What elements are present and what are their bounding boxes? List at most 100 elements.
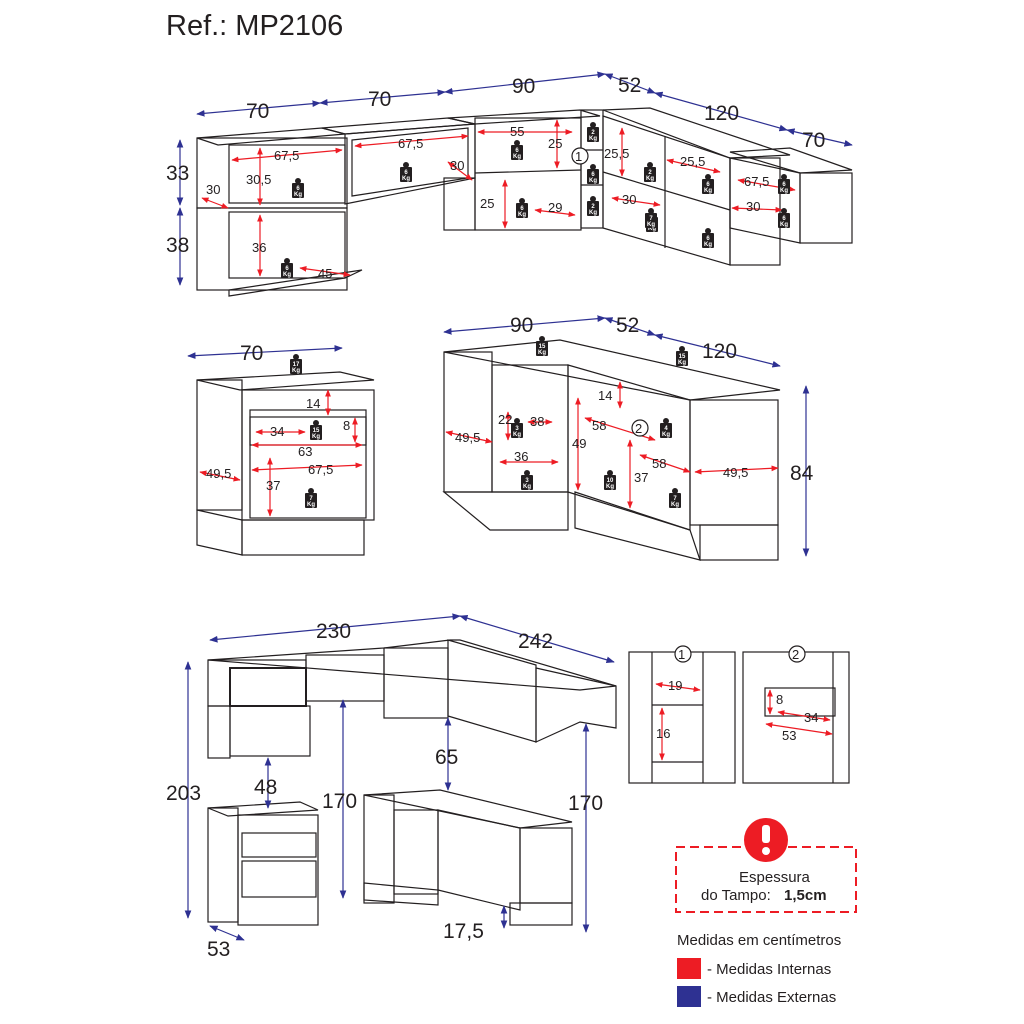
int-67-5-b: 67,5 [398,136,423,151]
int-29: 29 [548,200,562,215]
dim-height-170b: 170 [568,792,603,815]
dim-line-top-52 [604,73,656,94]
upper-door-c [383,647,449,719]
dim-top-90: 90 [512,75,535,98]
int-49-5-b: 49,5 [455,430,480,445]
weight-tag-value: 10 [607,478,614,484]
base-left-plinth-side [196,509,243,556]
weight-tag-value: 3 [515,426,519,432]
dim-line-mid-120 [654,333,781,368]
weight-tag-body [778,179,790,194]
weight-tag-handle [705,174,711,180]
cabinet-c-side [443,177,476,231]
weight-tag-value: 6 [520,206,524,212]
int-49-5-a: 49,5 [206,466,231,481]
cabinet-a-top [196,127,346,146]
middle-base-cabinets [196,339,781,561]
weight-tag: 3Kg [521,470,533,490]
int-14-a: 14 [306,396,320,411]
int-38: 38 [530,414,544,429]
dim-gap-48: 48 [254,776,277,799]
weight-tag-unit: Kg [704,242,712,248]
dim-line-top-70a [196,100,321,117]
weight-tag-value: 6 [782,182,786,188]
detail-1-label: 1 [674,645,692,663]
dim-line-top-90 [444,71,606,95]
internal-dimension-labels: 67,5 30,5 30 36 45 67,5 30 55 25 25 29 2… [206,124,818,743]
weight-tag-handle [514,140,520,146]
weight-tag-body [587,127,599,142]
weight-tag-value: 6 [706,182,710,188]
weight-tag-body [778,213,790,228]
dim-top-70c: 70 [802,129,825,152]
weight-tag-unit: Kg [294,192,302,198]
weight-tag-body [400,167,412,182]
cabinet-e-body [729,157,801,244]
dim-bottom-230: 230 [316,620,351,643]
weight-tag-unit: Kg [292,368,300,374]
dim-mid-52: 52 [616,314,639,337]
cabinet-c-top [447,109,601,125]
int-8: 8 [343,418,350,433]
weight-tag-value: 6 [285,266,289,272]
weight-tag-unit: Kg [518,212,526,218]
int-67-5-a: 67,5 [274,148,299,163]
weight-tag-handle [590,164,596,170]
weight-tag: 2Kg [644,162,656,182]
dim-line-mid-90 [443,315,606,335]
weight-tag-handle [590,196,596,202]
weight-tag-value: 15 [313,428,320,434]
dim-line-top-70b [319,89,446,106]
weight-tag-handle [647,162,653,168]
int-49: 49 [572,436,586,451]
dim-bottom-242: 242 [518,630,553,653]
weight-tag: 6Kg [281,258,293,278]
weight-tag-body [310,425,322,440]
weight-tag-body [521,475,533,490]
dim-height-33: 33 [166,162,189,185]
weight-tag-handle [590,122,596,128]
detail-2 [742,651,850,784]
base-assembled-top [363,789,573,829]
weight-tag-unit: Kg [780,188,788,194]
detail-2-dim-53: 53 [782,728,796,743]
weight-tag: 6Kg [511,140,523,160]
detail-1-dim-16: 16 [656,726,670,741]
weight-tag-handle [607,470,613,476]
dim-height-84: 84 [790,462,814,485]
callout-1: 1 [571,147,589,165]
int-30-a: 30 [206,182,220,197]
top-wall-cabinets [196,107,853,297]
dim-depth-53: 53 [207,938,230,961]
weight-tag-handle [403,162,409,168]
legend-external-swatch [677,986,701,1007]
detail-2-label: 2 [788,645,806,663]
svg-text:1: 1 [678,647,685,662]
tower-side [207,807,239,923]
weight-tag-value: 15 [539,344,546,350]
weight-tag-body [660,423,672,438]
dim-mid-120: 120 [702,340,737,363]
tower-front [237,814,319,926]
weight-tag-handle [679,346,685,352]
cabinet-e-side [799,172,853,244]
int-30-5: 30,5 [246,172,271,187]
dim-line-top-70c [786,128,853,147]
weight-tag-handle [663,418,669,424]
int-67-5-d: 67,5 [308,462,333,477]
weight-tag-body [669,493,681,508]
weight-tag-unit: Kg [647,222,655,228]
base-left-plinth [241,519,365,556]
weight-tag-value: 7 [649,216,653,222]
weight-tag-handle [308,488,314,494]
weight-tag-handle [295,178,301,184]
dim-top-52: 52 [618,74,641,97]
base-assembled-end [519,827,573,904]
weight-tag: 4Kg [660,418,672,438]
weight-tag-body [290,359,302,374]
internal-dimension-lines [199,119,833,761]
weight-tag-unit: Kg [312,434,320,440]
detail-1 [628,651,736,784]
weight-tag-value: 3 [525,478,529,484]
